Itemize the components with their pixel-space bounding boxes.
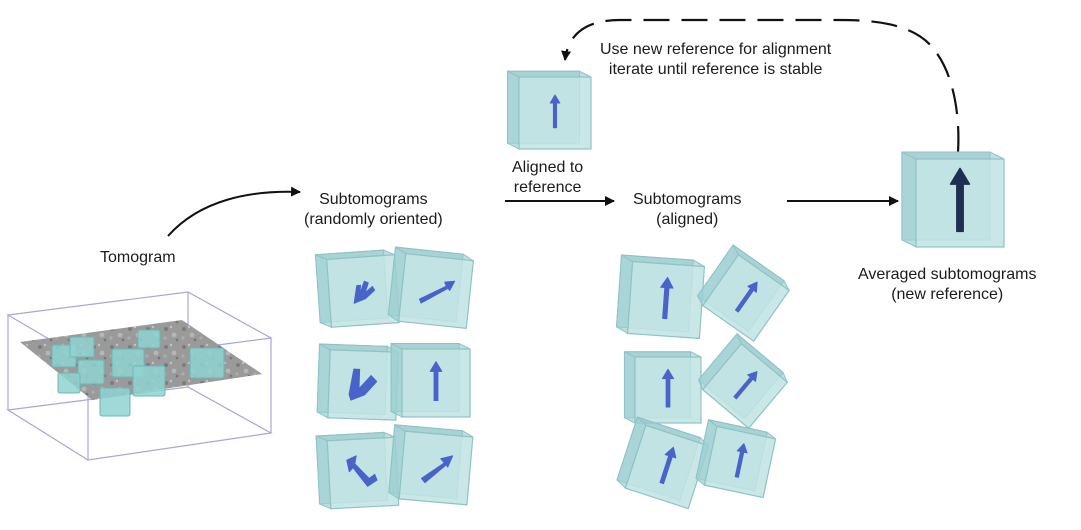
label-aligned-to-reference: Aligned to reference xyxy=(512,159,584,196)
aligned-cube-6 xyxy=(695,418,777,499)
reference-cube xyxy=(506,70,592,150)
aligned-cube-2 xyxy=(696,244,791,343)
aligned-cube-1 xyxy=(615,254,706,340)
cube-group xyxy=(314,70,1005,510)
tomogram-to-subtomograms-arrow xyxy=(167,186,301,237)
label-iterate-note: Use new reference for alignment iterate … xyxy=(600,41,832,78)
up-arrow-glyph-icon xyxy=(734,281,758,313)
up-arrow-glyph-icon xyxy=(429,361,443,401)
up-arrow-glyph-icon xyxy=(733,371,758,400)
random-cube-2 xyxy=(387,246,475,330)
aligned-cube-3 xyxy=(623,350,702,424)
label-aligned: Subtomograms (aligned) xyxy=(633,191,742,228)
fork-glyph-icon xyxy=(353,280,376,304)
random-cube-6 xyxy=(388,423,474,506)
aligned-cube-5 xyxy=(616,416,710,510)
corner-glyph-icon xyxy=(346,455,378,487)
averaged-cube xyxy=(901,151,1005,248)
label-randomly-oriented: Subtomograms (randomly oriented) xyxy=(304,191,443,228)
tomogram-particles xyxy=(51,329,225,417)
bent-glyph-icon xyxy=(348,368,378,401)
label-averaged: Averaged subtomograms (new reference) xyxy=(858,266,1037,303)
up-arrow-glyph-icon xyxy=(949,167,971,233)
random-cube-5 xyxy=(315,431,400,510)
random-cube-1 xyxy=(314,249,400,329)
random-cube-4 xyxy=(390,342,471,418)
aligned-cube-4 xyxy=(697,332,789,430)
iteration-loop-arrow xyxy=(561,18,960,153)
up-arrow-glyph-icon xyxy=(660,276,674,320)
diagonal-arrow-glyph-icon xyxy=(420,455,454,484)
diagonal-glyph-icon xyxy=(419,280,456,304)
up-arrow-glyph-icon xyxy=(549,94,561,129)
tomogram-volume xyxy=(6,291,273,461)
up-arrow-glyph-icon xyxy=(659,446,677,485)
up-arrow-glyph-icon xyxy=(661,368,675,408)
random-cube-3 xyxy=(316,343,399,421)
up-arrow-glyph-icon xyxy=(734,443,748,478)
label-tomogram: Tomogram xyxy=(100,249,176,266)
